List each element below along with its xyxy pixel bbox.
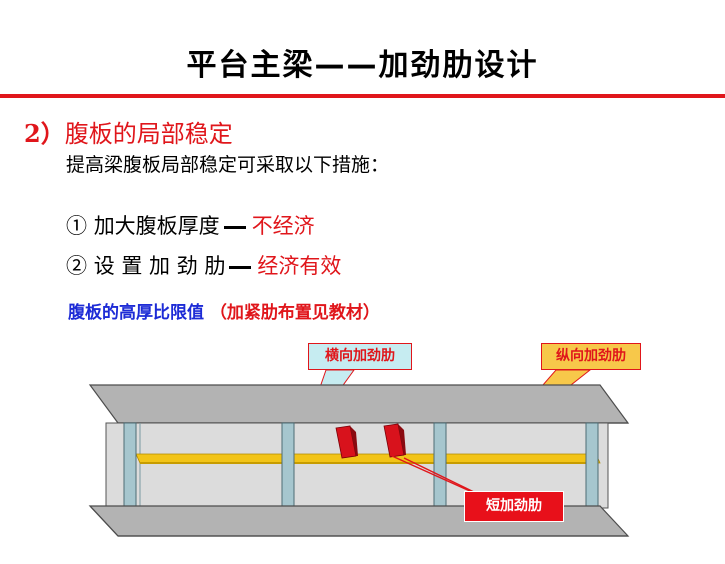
measure-verdict: 不经济: [251, 214, 315, 238]
measure-item: ② 设 置 加 劲 肋 经济有效: [66, 250, 341, 280]
intro-text: 提高梁腹板局部稳定可采取以下措施：: [66, 154, 390, 176]
section-heading-text: 腹板的局部稳定: [64, 120, 233, 148]
limit-note: 腹板的高厚比限值 （加紧肋布置见教材）: [68, 298, 380, 323]
longitudinal-stiffener-callout: 纵向加劲肋: [541, 343, 641, 370]
top-flange: [88, 384, 630, 424]
short-callout-leader: [391, 455, 473, 493]
measure-marker: ②: [66, 254, 87, 278]
limit-note-text: 腹板的高厚比限值: [68, 303, 204, 323]
measure-text: 加大腹板厚度: [93, 214, 220, 238]
section-number: 2）: [24, 119, 65, 148]
measure-item: ① 加大腹板厚度 不经济: [66, 210, 315, 240]
section-heading: 2）腹板的局部稳定: [24, 114, 233, 149]
page-title: 平台主梁——加劲肋设计: [186, 48, 539, 83]
title-divider: [0, 94, 725, 98]
longitudinal-stiffener: [135, 453, 601, 464]
dash-separator: [229, 266, 252, 269]
transverse-stiffener-callout: 横向加劲肋: [308, 343, 412, 370]
dash-separator: [223, 226, 246, 229]
measure-verdict: 经济有效: [257, 254, 342, 278]
limit-note-reference: （加紧肋布置见教材）: [209, 303, 380, 323]
measure-text: 设 置 加 劲 肋: [93, 254, 226, 278]
short-stiffener-callout: 短加劲肋: [464, 491, 564, 522]
measure-marker: ①: [66, 214, 87, 238]
